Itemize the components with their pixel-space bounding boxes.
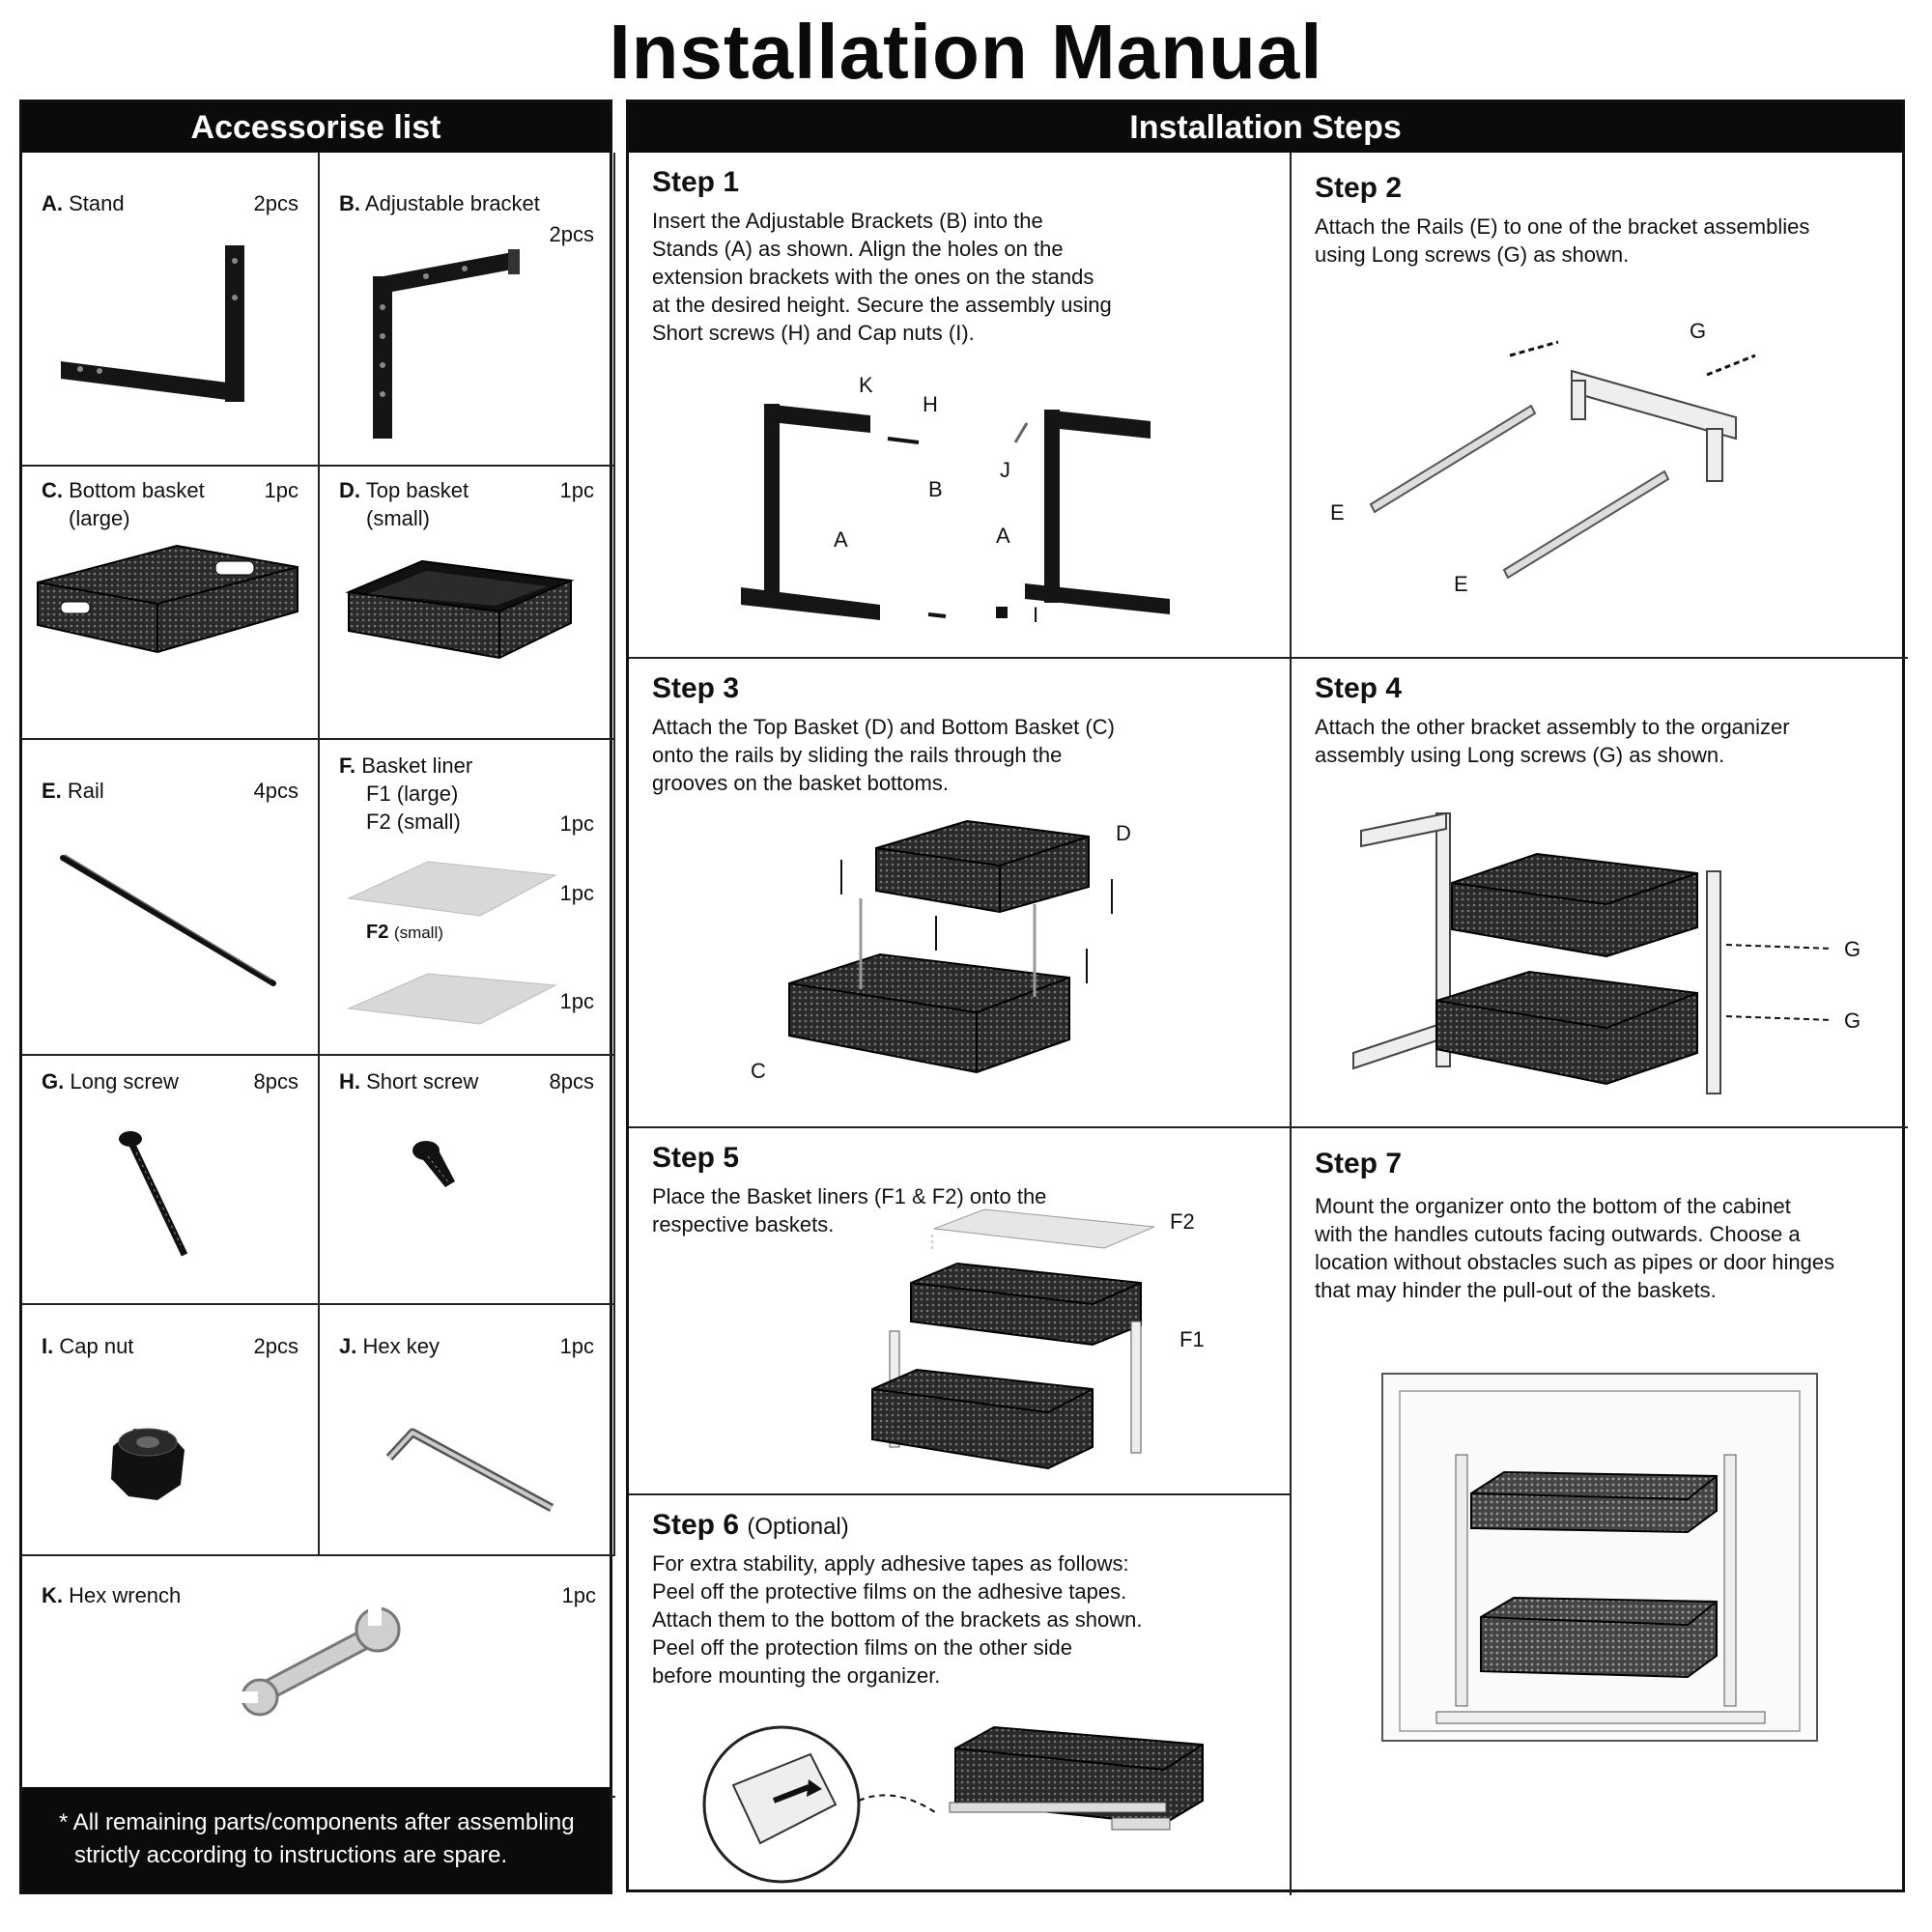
rail-illustration	[60, 854, 276, 986]
cap-nut-illustration	[111, 1428, 185, 1500]
liner-illustration	[347, 861, 557, 1025]
part-e-rail: E. Rail 4pcs	[22, 740, 320, 1056]
footnote: * All remaining parts/components after a…	[22, 1787, 610, 1891]
step-6: Step 6 (Optional) For extra stability, a…	[629, 1495, 1292, 1895]
step-7-diagram	[1381, 1373, 1818, 1742]
svg-text:J: J	[1000, 458, 1010, 482]
step-5-diagram: F2 F1	[871, 1208, 1205, 1470]
svg-text:G: G	[1844, 1009, 1861, 1033]
part-k-hex-wrench: K. Hex wrench 1pc	[22, 1556, 615, 1798]
part-d-top-basket: D. Top basket(small) 1pc	[320, 467, 615, 740]
part-i-cap-nut: I. Cap nut 2pcs	[22, 1305, 320, 1556]
part-c-bottom-basket: C. Bottom basket(large) 1pc	[22, 467, 320, 740]
step-1: Step 1 Insert the Adjustable Brackets (B…	[629, 153, 1292, 659]
short-screw-illustration	[412, 1141, 455, 1187]
step-4: Step 4 Attach the other bracket assembly…	[1292, 659, 1908, 1128]
steps-panel: Installation Steps Step 1 Insert the Adj…	[626, 99, 1908, 1895]
page-title: Installation Manual	[609, 9, 1323, 95]
long-screw-illustration	[119, 1131, 188, 1257]
svg-text:F2: F2	[1170, 1209, 1195, 1234]
top-basket-illustration	[345, 559, 575, 660]
step-4-diagram: G G	[1352, 811, 1861, 1094]
step-3-diagram: D C	[751, 819, 1131, 1083]
svg-text:D: D	[1116, 821, 1131, 845]
stand-illustration	[61, 245, 244, 402]
part-g-long-screw: G. Long screw 8pcs	[22, 1056, 320, 1305]
steps-header: Installation Steps	[629, 102, 1902, 153]
hex-key-illustration	[385, 1428, 554, 1512]
accessories-panel: Accessorise list A. Stand 2pcs B. Adjust…	[19, 99, 615, 1894]
part-b-bracket: B. Adjustable bracket 2pcs	[320, 153, 615, 467]
svg-text:E: E	[1454, 572, 1468, 596]
bottom-basket-illustration	[37, 544, 298, 654]
accessories-header: Accessorise list	[22, 102, 610, 153]
part-a-stand: A. Stand 2pcs	[22, 153, 320, 467]
svg-text:A: A	[834, 527, 848, 552]
hex-wrench-illustration	[241, 1605, 401, 1717]
svg-text:F1: F1	[1179, 1327, 1205, 1351]
bracket-illustration	[373, 249, 520, 439]
svg-text:C: C	[751, 1059, 766, 1083]
svg-text:G: G	[1690, 319, 1706, 343]
svg-text:H: H	[923, 392, 938, 416]
step-5: Step 5 Place the Basket liners (F1 & F2)…	[629, 1128, 1292, 1495]
svg-text:I: I	[1033, 603, 1038, 627]
svg-text:E: E	[1330, 500, 1345, 525]
step-7: Step 7 Mount the organizer onto the bott…	[1292, 1128, 1908, 1895]
part-h-short-screw: H. Short screw 8pcs	[320, 1056, 615, 1305]
step-1-diagram: K H B J A A I	[741, 373, 1170, 627]
svg-text:G: G	[1844, 937, 1861, 961]
step-6-diagram	[702, 1725, 1204, 1884]
svg-text:B: B	[928, 477, 943, 501]
step-2: Step 2 Attach the Rails (E) to one of th…	[1292, 153, 1908, 659]
step-2-diagram: G E E	[1330, 319, 1756, 596]
step-3: Step 3 Attach the Top Basket (D) and Bot…	[629, 659, 1292, 1128]
part-j-hex-key: J. Hex key 1pc	[320, 1305, 615, 1556]
svg-text:A: A	[996, 524, 1010, 548]
svg-text:K: K	[859, 373, 873, 397]
